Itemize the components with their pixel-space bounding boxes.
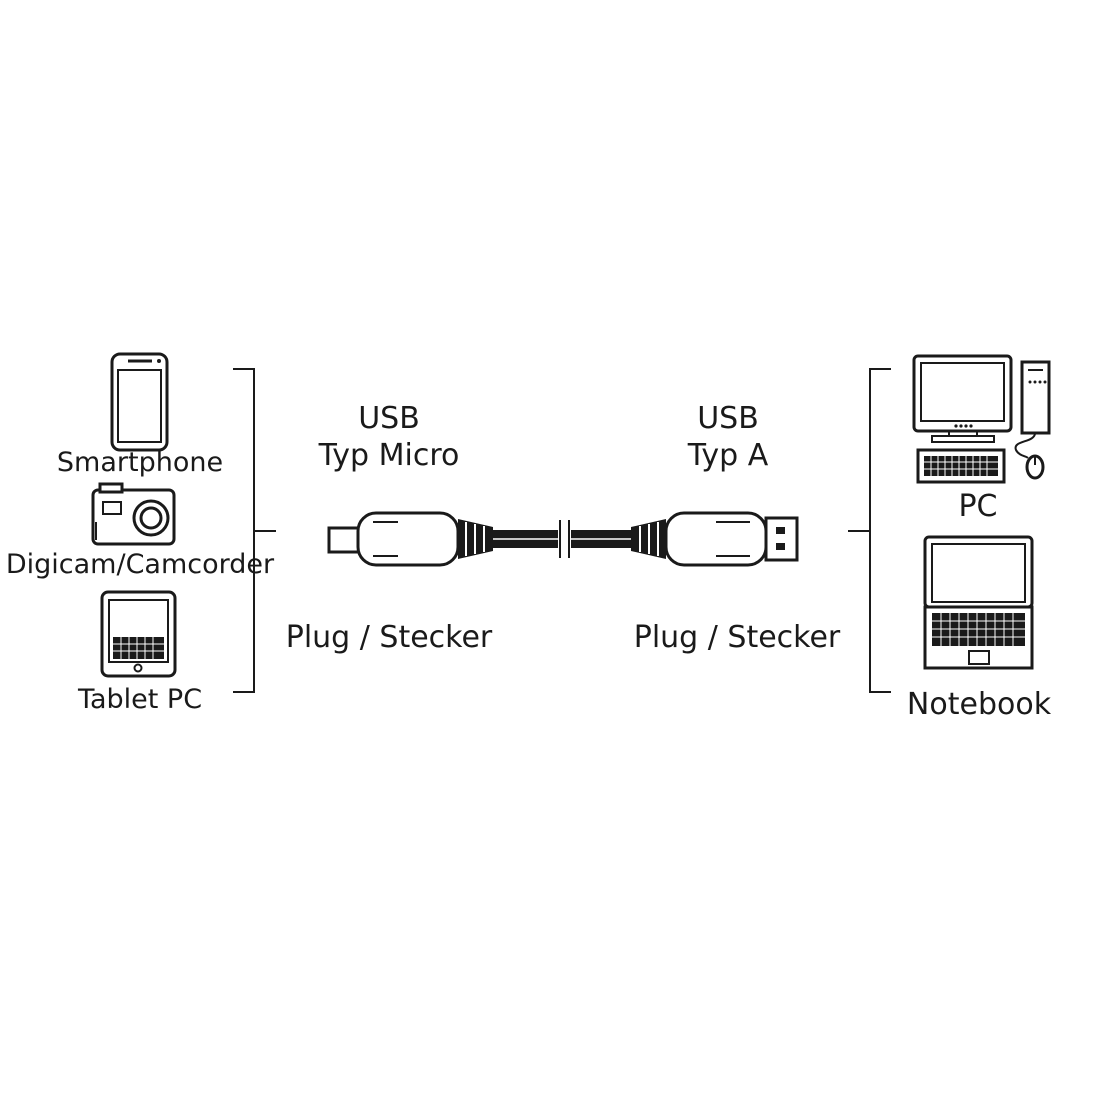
smartphone-icon	[110, 352, 169, 452]
micro-usb-tip	[327, 526, 361, 554]
left-bracket	[233, 368, 276, 693]
right-plug-label: Plug / Stecker	[634, 620, 841, 655]
tablet-label: Tablet PC	[77, 684, 202, 715]
left-plug-label: Plug / Stecker	[286, 620, 493, 655]
usb-a-tip	[764, 516, 799, 562]
digicam-label: Digicam/Camcorder	[6, 549, 275, 580]
usb-a-plug-body	[664, 511, 768, 567]
left-usb-label: USB	[358, 401, 420, 436]
tablet-icon	[100, 590, 177, 678]
left-strain-relief	[458, 519, 493, 559]
camera-icon	[91, 482, 176, 546]
pc-label: PC	[958, 489, 997, 524]
micro-usb-plug-body	[356, 511, 460, 567]
right-bracket	[848, 368, 891, 693]
left-type-label: Typ Micro	[318, 438, 460, 473]
pc-icon	[912, 354, 1051, 484]
right-type-label: Typ A	[687, 438, 769, 473]
notebook-label: Notebook	[907, 687, 1052, 722]
right-strain-relief	[631, 519, 666, 559]
smartphone-label: Smartphone	[57, 447, 223, 478]
right-usb-label: USB	[697, 401, 759, 436]
notebook-icon	[923, 535, 1034, 670]
usb-cable	[327, 511, 799, 567]
